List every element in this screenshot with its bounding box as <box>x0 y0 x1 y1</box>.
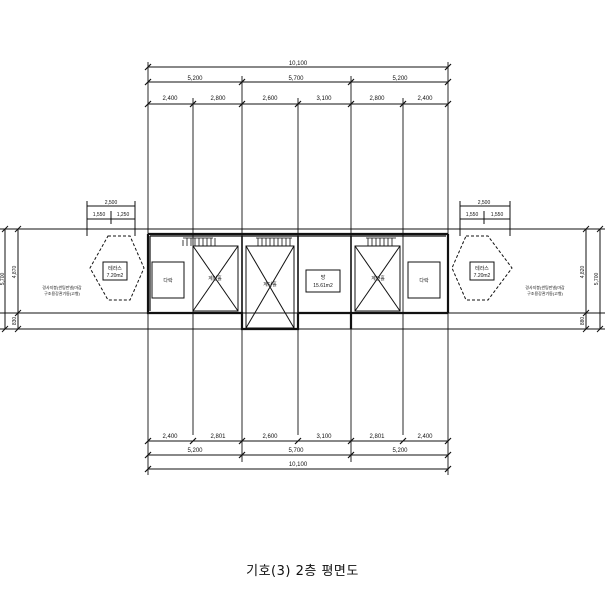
left-balcony-dim <box>86 201 136 236</box>
stair-left-name: 계단홀 <box>208 275 222 282</box>
fine-dim-bottom-4: 3,100 <box>316 434 332 440</box>
main-room-name: 방 <box>321 274 326 281</box>
fine-dim-bottom-5: 2,801 <box>369 434 385 440</box>
fine-dim-bottom-6: 2,400 <box>417 434 433 440</box>
right-side-total: 5,700 <box>594 273 600 286</box>
right-attic-name: 다락 <box>419 277 429 284</box>
fine-dim-bottom-2: 2,801 <box>210 434 226 440</box>
right-balcony-part-1: 1,550 <box>466 212 479 218</box>
right-side-dims <box>582 225 604 333</box>
left-attic-box <box>151 261 185 299</box>
left-terrace-outline <box>89 235 145 301</box>
mid-dim-bottom-3: 5,200 <box>392 448 408 454</box>
right-roof-note: 경사지붕(썬팅판넬)마감 <box>525 284 565 290</box>
stair-treads <box>182 237 396 246</box>
stair-hall-left <box>192 245 239 312</box>
left-side-lower: 830 <box>12 317 18 326</box>
fine-dim-top-5: 2,800 <box>369 96 385 102</box>
fine-dim-top-2: 2,800 <box>210 96 226 102</box>
left-roof-note: 경사지붕(썬팅판넬)마감 <box>42 284 82 290</box>
left-attic-name: 다락 <box>163 277 173 284</box>
left-terrace-area: 7.20m2 <box>107 273 124 279</box>
left-terrace-box <box>102 261 128 281</box>
mid-dim-top-2: 5,700 <box>288 76 304 82</box>
left-side-total: 5,700 <box>0 273 6 286</box>
dim-ticks-bottom <box>144 437 452 473</box>
stair-mid-name: 계단홀 <box>263 281 277 288</box>
drawing-caption: 기호(3) 2층 평면도 <box>246 564 359 579</box>
right-terrace-name: 테라스 <box>475 265 489 272</box>
mid-dim-top-3: 5,200 <box>392 76 408 82</box>
total-dim-top: 10,100 <box>289 61 308 67</box>
fine-dim-bottom-1: 2,400 <box>162 434 178 440</box>
left-terrace-name: 테라스 <box>108 265 122 272</box>
left-side-dims <box>1 225 22 333</box>
right-side-upper: 4,820 <box>580 266 586 279</box>
left-balcony-total: 2,500 <box>105 200 118 206</box>
right-balcony-part-2: 1,550 <box>491 212 504 218</box>
stair-hall-right <box>354 245 401 312</box>
right-attic-box <box>407 261 441 299</box>
mid-dim-bottom-1: 5,200 <box>187 448 203 454</box>
right-side-lower: 880 <box>580 317 586 326</box>
left-column-note: 구조용강관기둥(고형) <box>44 290 80 296</box>
fine-dim-top-4: 3,100 <box>316 96 332 102</box>
fine-dim-top-1: 2,400 <box>162 96 178 102</box>
mid-dim-bottom-2: 5,700 <box>288 448 304 454</box>
right-balcony-total: 2,500 <box>478 200 491 206</box>
fine-dim-top-6: 2,400 <box>417 96 433 102</box>
total-dim-bottom: 10,100 <box>289 462 308 468</box>
right-terrace-box <box>469 261 495 281</box>
right-terrace-area: 7.20m2 <box>474 273 491 279</box>
right-terrace-outline <box>451 235 513 301</box>
mid-dim-top-1: 5,200 <box>187 76 203 82</box>
main-room-area: 15.61m2 <box>313 283 333 289</box>
left-balcony-part-1: 1,550 <box>93 212 106 218</box>
right-balcony-dim <box>459 201 511 236</box>
fine-dim-bottom-3: 2,600 <box>262 434 278 440</box>
left-balcony-part-2: 1,250 <box>117 212 130 218</box>
fine-dim-top-3: 2,600 <box>262 96 278 102</box>
stair-right-name: 계단홀 <box>371 275 385 282</box>
main-room-box <box>305 269 341 293</box>
left-side-upper: 4,870 <box>12 266 18 279</box>
right-column-note: 구조용강관기둥(고형) <box>527 290 563 296</box>
dim-ticks-top <box>144 63 452 108</box>
